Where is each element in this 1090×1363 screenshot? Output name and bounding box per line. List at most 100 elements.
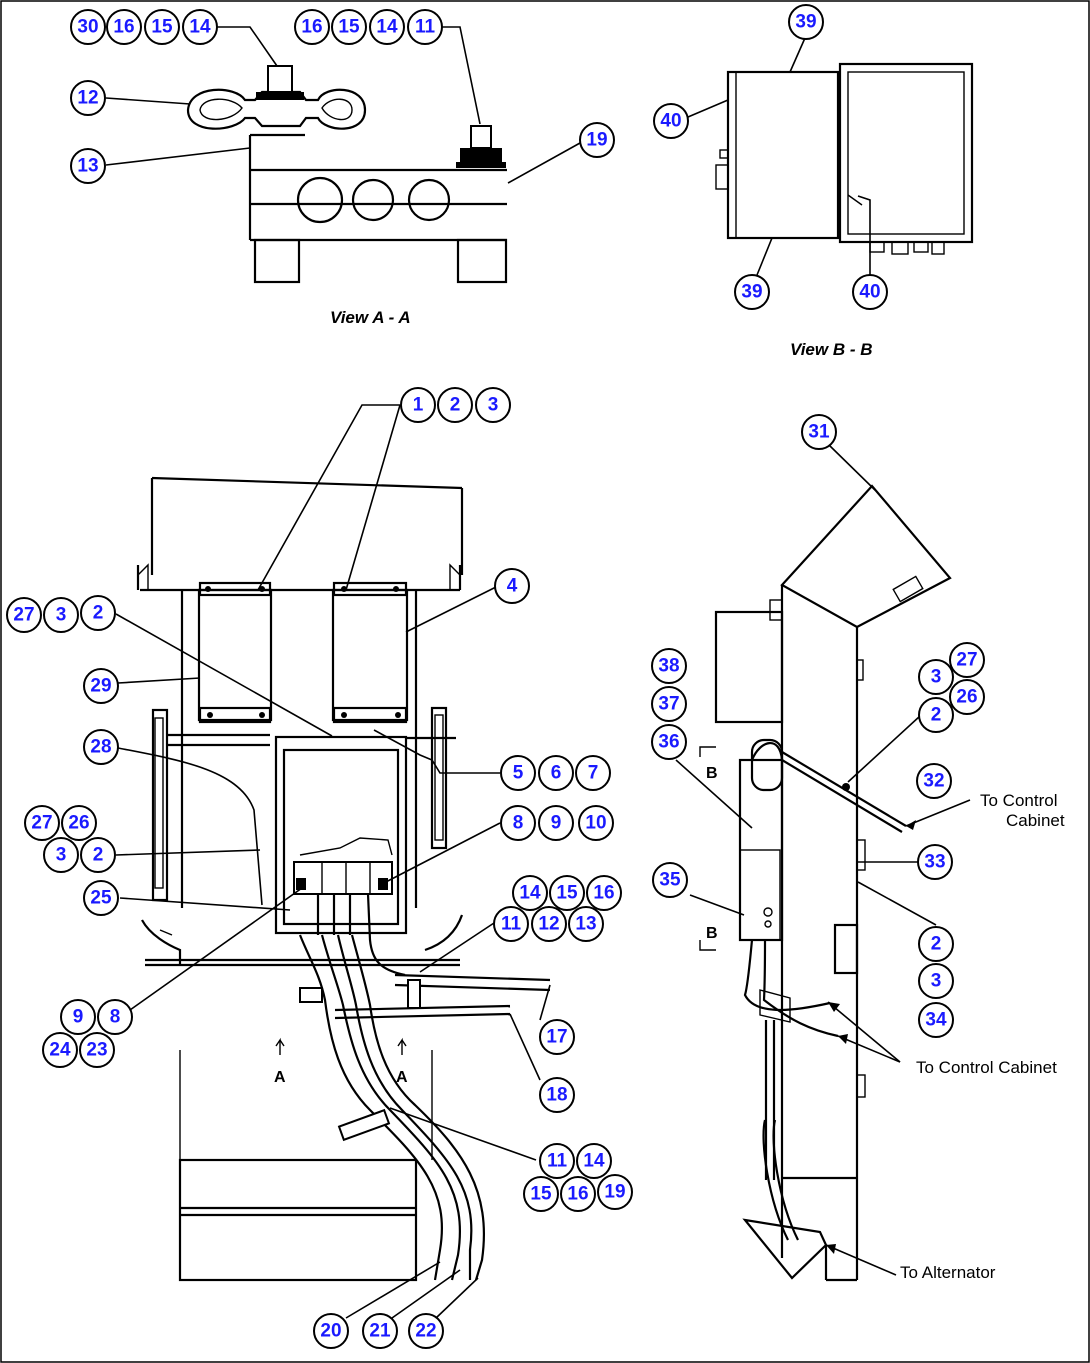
- callouts: 30 16 15 14 16 15 14 11 12 13 19 39 40 3…: [6, 4, 985, 1349]
- callout-bubble: 40: [852, 274, 888, 310]
- to-control-cabinet-label-1a: To Control: [980, 791, 1057, 810]
- callout-bubble: 27: [6, 597, 42, 633]
- view-b-b-drawing: [715, 62, 974, 255]
- svg-text:11: 11: [415, 17, 436, 38]
- callout-bubble: 8: [500, 805, 536, 841]
- svg-text:11: 11: [501, 914, 522, 935]
- svg-text:3: 3: [931, 667, 942, 688]
- callout-bubble: 4: [494, 568, 530, 604]
- callout-bubble: 13: [568, 906, 604, 942]
- svg-text:34: 34: [925, 1010, 947, 1031]
- callout-bubble: 2: [437, 387, 473, 423]
- svg-text:19: 19: [586, 130, 607, 151]
- callout-bubble: 2: [80, 837, 116, 873]
- callout-bubble: 14: [369, 9, 405, 45]
- to-alternator-label: To Alternator: [900, 1263, 996, 1282]
- svg-text:14: 14: [189, 17, 211, 38]
- callout-bubble: 29: [83, 668, 119, 704]
- svg-text:28: 28: [90, 737, 111, 758]
- svg-text:15: 15: [151, 17, 173, 38]
- svg-text:40: 40: [859, 282, 880, 303]
- svg-text:27: 27: [31, 813, 52, 834]
- view-a-a-drawing: [186, 65, 508, 284]
- to-control-cabinet-label-1b: Cabinet: [1006, 811, 1065, 830]
- svg-text:15: 15: [556, 883, 578, 904]
- svg-text:11: 11: [547, 1151, 568, 1172]
- svg-text:1: 1: [413, 395, 424, 416]
- svg-text:2: 2: [450, 395, 461, 416]
- svg-text:16: 16: [113, 17, 134, 38]
- callout-bubble: 35: [652, 862, 688, 898]
- callout-bubble: 25: [83, 880, 119, 916]
- callout-bubble: 36: [651, 724, 687, 760]
- svg-text:10: 10: [585, 813, 606, 834]
- svg-text:35: 35: [659, 870, 681, 891]
- svg-text:12: 12: [77, 88, 98, 109]
- svg-text:40: 40: [660, 111, 681, 132]
- section-mark-a-left: A: [274, 1069, 286, 1086]
- svg-text:21: 21: [369, 1321, 391, 1342]
- svg-text:24: 24: [49, 1040, 71, 1061]
- svg-text:17: 17: [546, 1027, 567, 1048]
- svg-text:14: 14: [583, 1151, 605, 1172]
- callout-bubble: 15: [144, 9, 180, 45]
- callout-bubble: 34: [918, 1002, 954, 1038]
- callout-bubble: 33: [917, 844, 953, 880]
- svg-text:30: 30: [77, 17, 98, 38]
- section-mark-a-right: A: [396, 1069, 408, 1086]
- section-mark-b-top: B: [706, 765, 718, 782]
- callout-bubble: 1: [400, 387, 436, 423]
- view-a-a-title: View A - A: [330, 308, 411, 327]
- svg-text:33: 33: [924, 852, 945, 873]
- view-a-leaders: [105, 26, 581, 184]
- svg-text:15: 15: [530, 1184, 552, 1205]
- svg-text:29: 29: [90, 676, 111, 697]
- callout-bubble: 7: [575, 755, 611, 791]
- svg-text:2: 2: [931, 934, 942, 955]
- view-b-leaders: [687, 37, 871, 276]
- svg-text:16: 16: [593, 883, 614, 904]
- to-control-cabinet-label-2: To Control Cabinet: [916, 1058, 1057, 1077]
- callout-bubble: 3: [43, 597, 79, 633]
- svg-text:4: 4: [507, 576, 518, 597]
- callout-bubble: 16: [560, 1176, 596, 1212]
- callout-bubble: 2: [918, 926, 954, 962]
- callout-bubble: 2: [918, 697, 954, 733]
- callout-bubble: 10: [578, 805, 614, 841]
- svg-text:9: 9: [73, 1007, 84, 1028]
- callout-bubble: 21: [362, 1313, 398, 1349]
- callout-bubble: 2: [80, 595, 116, 631]
- svg-text:36: 36: [658, 732, 679, 753]
- svg-text:13: 13: [575, 914, 596, 935]
- svg-text:15: 15: [338, 17, 360, 38]
- svg-text:3: 3: [56, 605, 67, 626]
- callout-bubble: 16: [586, 875, 622, 911]
- svg-text:32: 32: [923, 771, 944, 792]
- callout-bubble: 14: [512, 875, 548, 911]
- svg-text:12: 12: [538, 914, 559, 935]
- callout-bubble: 19: [597, 1174, 633, 1210]
- side-view-leaders: [675, 445, 971, 1276]
- svg-text:27: 27: [13, 605, 34, 626]
- callout-bubble: 3: [918, 659, 954, 695]
- svg-text:14: 14: [376, 17, 398, 38]
- callout-bubble: 30: [70, 9, 106, 45]
- callout-bubble: 27: [949, 642, 985, 678]
- svg-text:2: 2: [931, 705, 942, 726]
- svg-text:26: 26: [956, 687, 977, 708]
- callout-bubble: 26: [61, 805, 97, 841]
- callout-bubble: 40: [653, 103, 689, 139]
- svg-text:23: 23: [86, 1040, 107, 1061]
- main-front-view-drawing: [136, 476, 551, 1282]
- svg-text:27: 27: [956, 650, 977, 671]
- svg-text:13: 13: [77, 156, 98, 177]
- callout-bubble: 24: [42, 1032, 78, 1068]
- callout-bubble: 12: [531, 906, 567, 942]
- svg-text:3: 3: [931, 971, 942, 992]
- callout-bubble: 15: [523, 1176, 559, 1212]
- svg-text:39: 39: [741, 282, 762, 303]
- svg-text:16: 16: [301, 17, 322, 38]
- callout-bubble: 26: [949, 679, 985, 715]
- callout-bubble: 22: [408, 1313, 444, 1349]
